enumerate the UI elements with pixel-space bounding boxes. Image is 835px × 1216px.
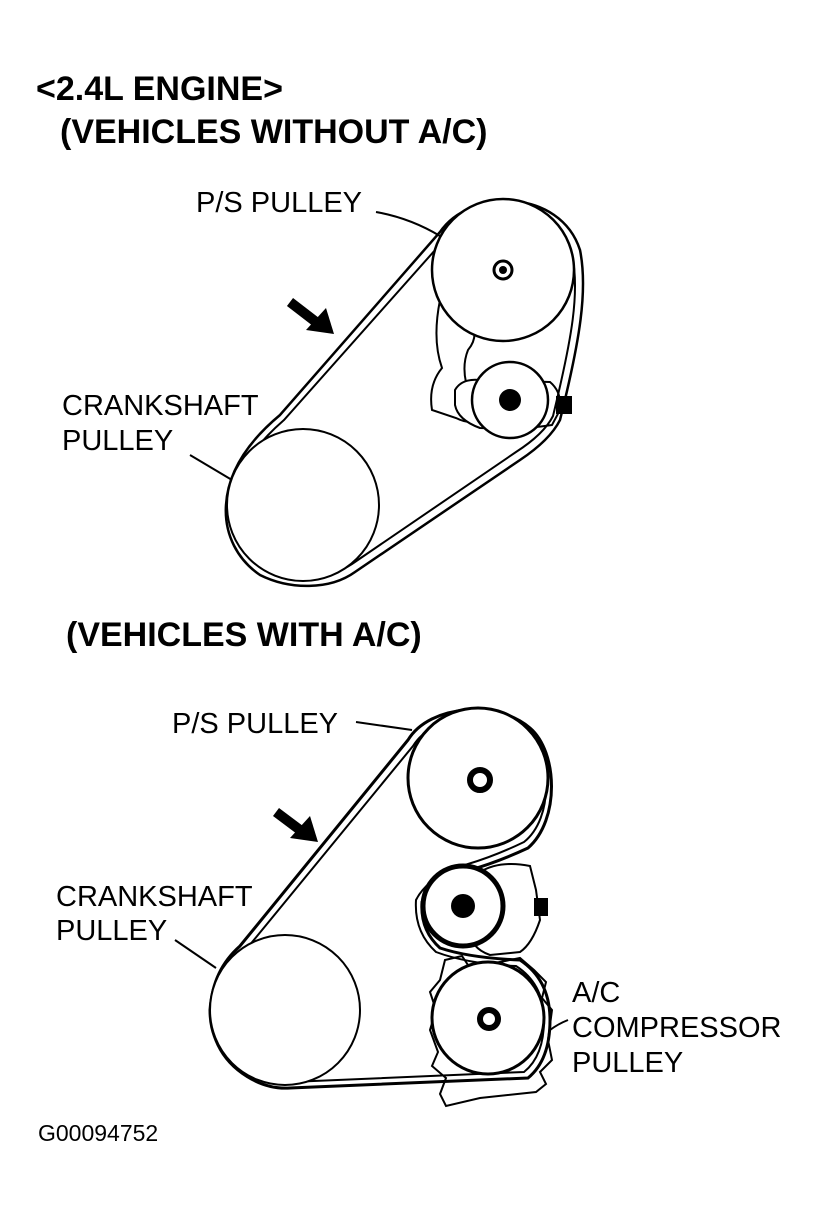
- rotation-arrow-bottom: [273, 808, 318, 842]
- tensioner-pulley-hub-top: [499, 389, 521, 411]
- ac-label-line2: COMPRESSOR: [572, 1012, 781, 1044]
- ps-pulley-label-top: P/S PULLEY: [196, 187, 362, 219]
- ac-label-line3: PULLEY: [572, 1047, 683, 1079]
- tensioner-bolt-bottom: [534, 898, 548, 916]
- crankshaft-label-bottom-line2: PULLEY: [56, 915, 167, 947]
- ac-compressor-pulley-hub: [477, 1007, 501, 1031]
- ps-pulley-hub-bottom: [467, 767, 493, 793]
- diagram-without-ac: P/S PULLEY CRANKSHAFT PULLEY: [62, 187, 585, 588]
- tensioner-pulley-hub-bottom: [451, 894, 475, 918]
- crank-leader-bottom: [174, 939, 217, 969]
- ac-label-line1: A/C: [572, 977, 620, 1009]
- crankshaft-label-top-line1: CRANKSHAFT: [62, 390, 259, 422]
- ac-leader: [549, 1019, 569, 1031]
- drive-belt-outer: [224, 199, 585, 588]
- crankshaft-label-top-line2: PULLEY: [62, 425, 173, 457]
- figure-code: G00094752: [38, 1120, 158, 1146]
- diagram-with-ac: P/S PULLEY CRANKSHAFT PULLEY A/C COMPRES…: [56, 706, 781, 1108]
- crankshaft-pulley-bottom: [209, 934, 361, 1086]
- engine-heading: <2.4L ENGINE>: [36, 70, 283, 108]
- with-ac-heading: (VEHICLES WITH A/C): [66, 616, 422, 654]
- rotation-arrow-top: [286, 298, 334, 334]
- crankshaft-pulley-top: [226, 428, 380, 582]
- ps-leader-bottom: [355, 721, 413, 731]
- ps-leader-top: [375, 211, 441, 237]
- crankshaft-label-bottom-line1: CRANKSHAFT: [56, 881, 253, 913]
- without-ac-heading: (VEHICLES WITHOUT A/C): [60, 113, 488, 151]
- ps-pulley-label-bottom: P/S PULLEY: [172, 708, 338, 740]
- crank-leader-top: [189, 454, 233, 481]
